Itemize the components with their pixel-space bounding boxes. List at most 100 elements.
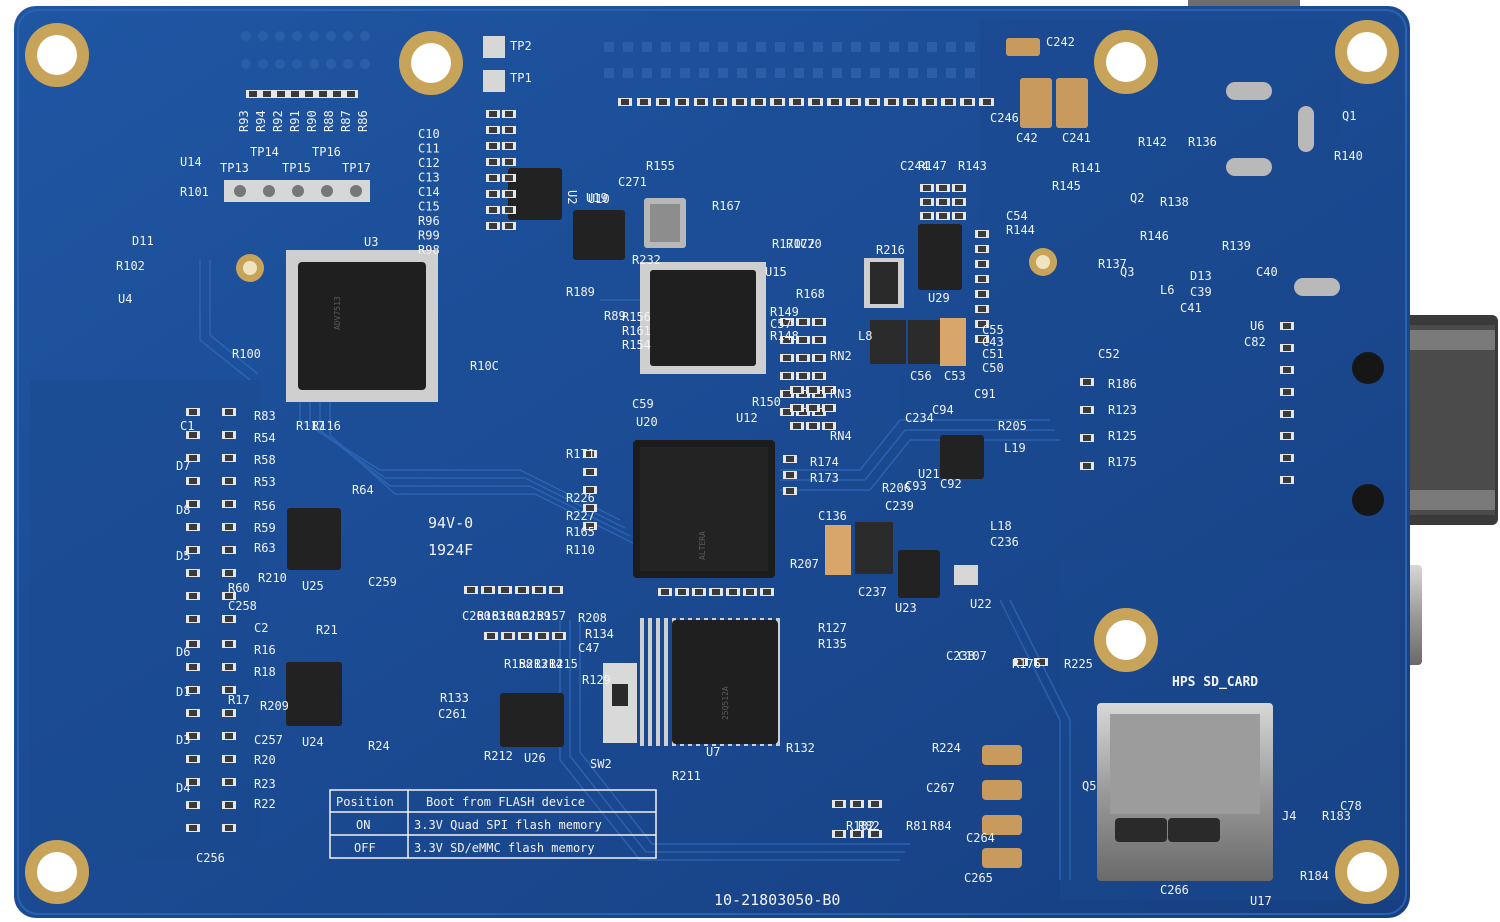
component-ref: R134 — [585, 627, 614, 641]
mounting-holes — [25, 20, 1399, 904]
smd-body — [835, 831, 843, 837]
component-ref: C52 — [1098, 347, 1120, 361]
component-ref: Q5 — [1082, 779, 1096, 793]
boot-table-row-off-device: 3.3V SD/eMMC flash memory — [414, 841, 595, 855]
smd-body — [850, 99, 858, 105]
smd-body — [189, 756, 197, 762]
component-ref: R21 — [316, 623, 338, 637]
label-u24: U24 — [302, 735, 324, 749]
label-tp17: TP17 — [342, 161, 371, 175]
header-pad — [326, 59, 336, 69]
label-u23: U23 — [895, 601, 917, 615]
component-ref: R147 — [918, 159, 947, 173]
header-pad — [604, 68, 614, 78]
chip-u23 — [898, 550, 940, 598]
smd-body — [291, 91, 299, 97]
component-ref: R84 — [930, 819, 952, 833]
smd-body — [189, 641, 197, 647]
label-tp16: TP16 — [312, 145, 341, 159]
smd-body — [505, 191, 513, 197]
component-ref: C13 — [418, 171, 440, 185]
smd-body — [277, 91, 285, 97]
header-pad — [813, 42, 823, 52]
component-ref: C107 — [958, 649, 987, 663]
capacitor-c237 — [825, 522, 893, 575]
smd-body — [225, 779, 233, 785]
smd-body — [535, 587, 543, 593]
component-ref: C259 — [368, 575, 397, 589]
component-ref: Q2 — [1130, 191, 1144, 205]
smd-body — [225, 547, 233, 553]
dip-switch-sw2[interactable] — [603, 663, 637, 743]
component-ref: R59 — [254, 521, 276, 535]
chip-u26 — [500, 693, 564, 747]
smd-body — [871, 801, 879, 807]
component-ref: R63 — [254, 541, 276, 555]
smd-body — [263, 91, 271, 97]
component-ref: R224 — [932, 741, 961, 755]
component-ref: C239 — [885, 499, 914, 513]
header-pad — [718, 68, 728, 78]
component-ref: R96 — [418, 214, 440, 228]
smd-body — [815, 337, 823, 343]
component-ref: R94 — [254, 110, 268, 132]
header-pad — [326, 31, 336, 41]
boot-table-row-on-device: 3.3V Quad SPI flash memory — [414, 818, 602, 832]
component-ref: C40 — [1256, 265, 1278, 279]
smd-body — [225, 478, 233, 484]
component-ref: R92 — [271, 110, 285, 132]
smd-body — [552, 587, 560, 593]
component-ref: R16 — [254, 643, 276, 657]
header-pad — [309, 59, 319, 69]
smd-body — [926, 99, 934, 105]
smd-body — [189, 478, 197, 484]
header-pad — [889, 42, 899, 52]
chip-u10 — [573, 210, 625, 260]
smd-body — [831, 99, 839, 105]
smd-body — [815, 319, 823, 325]
component-ref: R183 — [1322, 809, 1351, 823]
smd-body — [484, 587, 492, 593]
smd-body — [225, 455, 233, 461]
chip-u20-marking: ALTERA — [698, 531, 707, 560]
component-ref: R60 — [228, 581, 250, 595]
component-ref: C78 — [1340, 799, 1362, 813]
header-pad — [775, 68, 785, 78]
component-ref: R227 — [566, 509, 595, 523]
header-pad — [737, 68, 747, 78]
component-ref: R150 — [752, 395, 781, 409]
component-ref: C43 — [982, 335, 1004, 349]
component-ref: R170 — [772, 237, 801, 251]
chip-u15 — [640, 262, 766, 374]
smd-body — [678, 589, 686, 595]
header-pad — [680, 68, 690, 78]
component-ref: R182 — [846, 819, 875, 833]
smd-body — [189, 687, 197, 693]
component-ref: R167 — [712, 199, 741, 213]
smd-body — [955, 213, 963, 219]
component-ref: C92 — [940, 477, 962, 491]
header-pad — [965, 42, 975, 52]
component-ref: R172 — [786, 237, 815, 251]
chip-u3-marking: ADV7513 — [333, 296, 342, 330]
smd-body — [505, 111, 513, 117]
smd-body — [467, 587, 475, 593]
component-ref: C50 — [982, 361, 1004, 375]
component-ref: R89 — [604, 309, 626, 323]
smd-body — [189, 455, 197, 461]
component-ref: R101 — [180, 185, 209, 199]
smd-body — [729, 589, 737, 595]
component-ref: C59 — [632, 397, 654, 411]
component-ref: U19 — [586, 191, 608, 205]
smd-body — [1083, 407, 1091, 413]
screw-posts — [1226, 82, 1384, 516]
header-pad — [870, 68, 880, 78]
smd-body — [189, 593, 197, 599]
component-ref: R215 — [549, 657, 578, 671]
component-ref: R135 — [818, 637, 847, 651]
smd-body — [793, 387, 801, 393]
component-ref: R90 — [305, 110, 319, 132]
smd-body — [793, 405, 801, 411]
chip-u29 — [918, 224, 962, 290]
